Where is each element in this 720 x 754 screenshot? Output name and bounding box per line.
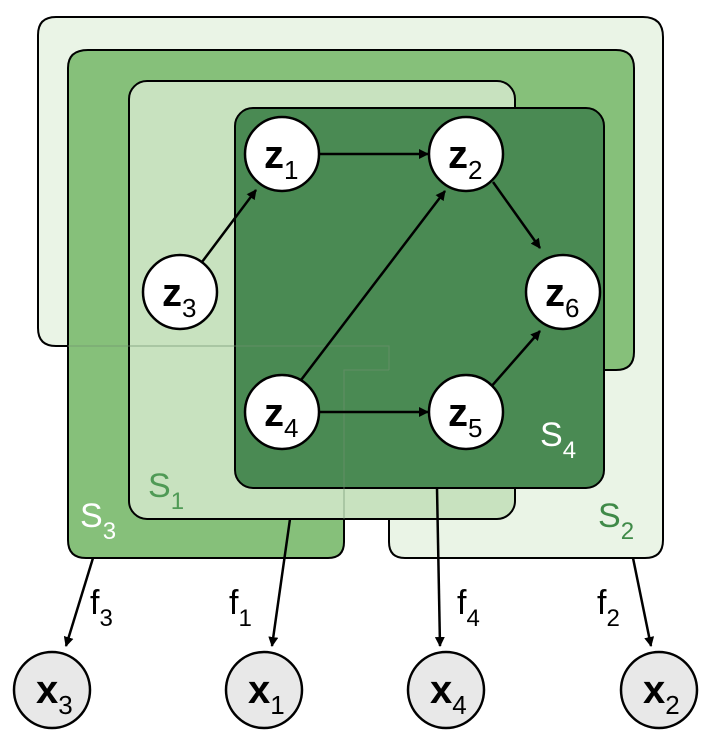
mapping-arrow-f1 xyxy=(268,518,292,647)
latent-node-z1: z1 xyxy=(243,115,321,193)
set-label-s4: S4 xyxy=(540,416,576,464)
mapping-arrow-f4 xyxy=(434,487,445,647)
latent-node-z6: z6 xyxy=(524,253,602,331)
svg-text:z2: z2 xyxy=(448,133,482,185)
observed-node-x2: x2 xyxy=(619,650,699,730)
latent-node-z4: z4 xyxy=(243,373,321,451)
edge-z2-z6 xyxy=(491,181,542,249)
observed-node-x3: x3 xyxy=(12,650,92,730)
mapping-label-f1: f1 xyxy=(229,584,252,632)
svg-text:z4: z4 xyxy=(264,391,298,443)
edge-z4-z2 xyxy=(297,190,446,385)
latent-node-z3: z3 xyxy=(141,253,219,331)
overlap-outline-left xyxy=(68,345,390,370)
overlap-outline-right xyxy=(343,369,389,519)
svg-text:x2: x2 xyxy=(643,668,680,720)
observed-node-x1: x1 xyxy=(224,650,304,730)
mapping-arrow-f3 xyxy=(63,557,95,647)
svg-text:x1: x1 xyxy=(248,668,285,720)
svg-text:z1: z1 xyxy=(264,133,298,185)
mapping-label-f3: f3 xyxy=(90,584,113,632)
svg-text:z6: z6 xyxy=(545,271,579,323)
latent-node-z2: z2 xyxy=(427,115,505,193)
svg-text:z5: z5 xyxy=(448,391,482,443)
set-label-s2: S2 xyxy=(598,497,634,545)
set-s4-region xyxy=(234,107,605,489)
set-label-s3: S3 xyxy=(80,497,116,545)
observed-node-x4: x4 xyxy=(406,650,486,730)
mapping-label-f4: f4 xyxy=(457,584,480,632)
mapping-arrow-f2 xyxy=(631,557,655,647)
edge-z5-z6 xyxy=(489,330,541,389)
svg-text:x4: x4 xyxy=(430,668,467,720)
edge-z3-z1 xyxy=(201,189,257,263)
svg-text:z3: z3 xyxy=(162,271,196,323)
svg-text:x3: x3 xyxy=(36,668,73,720)
mapping-label-f2: f2 xyxy=(597,584,620,632)
set-label-s1: S1 xyxy=(148,467,184,515)
latent-node-z5: z5 xyxy=(427,373,505,451)
